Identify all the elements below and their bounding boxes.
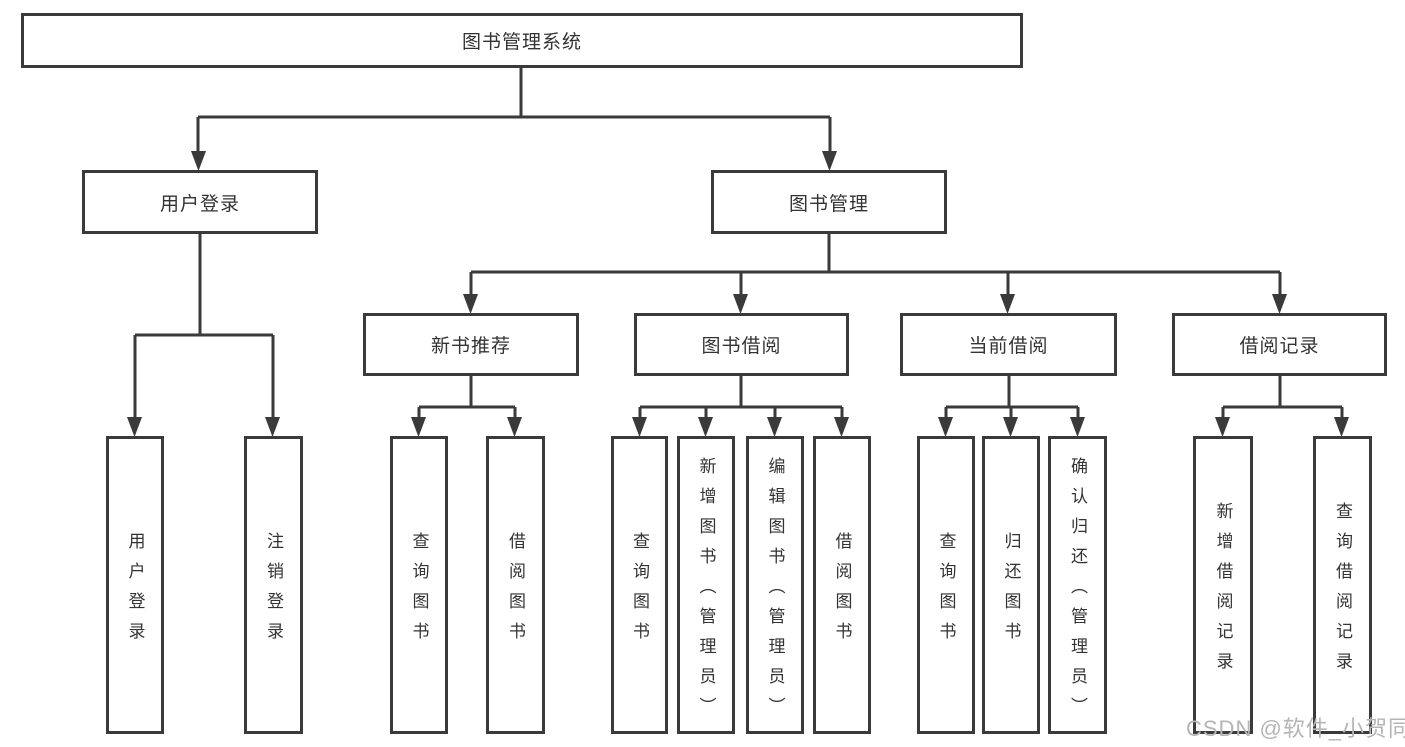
node-borrowing-records: 借阅记录 (1172, 313, 1387, 376)
leaf-query-books-current: 查询图书 (917, 436, 975, 734)
leaf-confirm-return-admin: 确认归还（管理员） (1048, 436, 1107, 734)
node-book-borrowing: 图书借阅 (634, 313, 849, 376)
node-root-system: 图书管理系统 (21, 13, 1023, 68)
leaf-add-borrow-record: 新增借阅记录 (1193, 436, 1253, 734)
csdn-watermark: CSDN @软件_小贺同学 (1186, 716, 1405, 741)
leaf-add-books-admin: 新增图书（管理员） (677, 436, 735, 734)
node-book-management: 图书管理 (711, 170, 947, 234)
node-user-login: 用户登录 (82, 170, 318, 234)
node-current-borrowing: 当前借阅 (900, 313, 1117, 376)
leaf-return-books: 归还图书 (982, 436, 1040, 734)
leaf-edit-books-admin: 编辑图书（管理员） (746, 436, 804, 734)
leaf-query-books-borrow: 查询图书 (611, 436, 668, 734)
leaf-query-borrow-record: 查询借阅记录 (1313, 436, 1372, 734)
leaf-borrow-books: 借阅图书 (813, 436, 871, 734)
leaf-query-books-recommend: 查询图书 (390, 436, 448, 734)
leaf-logout: 注销登录 (244, 436, 303, 734)
leaf-user-login: 用户登录 (106, 436, 164, 734)
node-new-book-recommendation: 新书推荐 (363, 313, 579, 376)
leaf-borrow-books-recommend: 借阅图书 (486, 436, 545, 734)
